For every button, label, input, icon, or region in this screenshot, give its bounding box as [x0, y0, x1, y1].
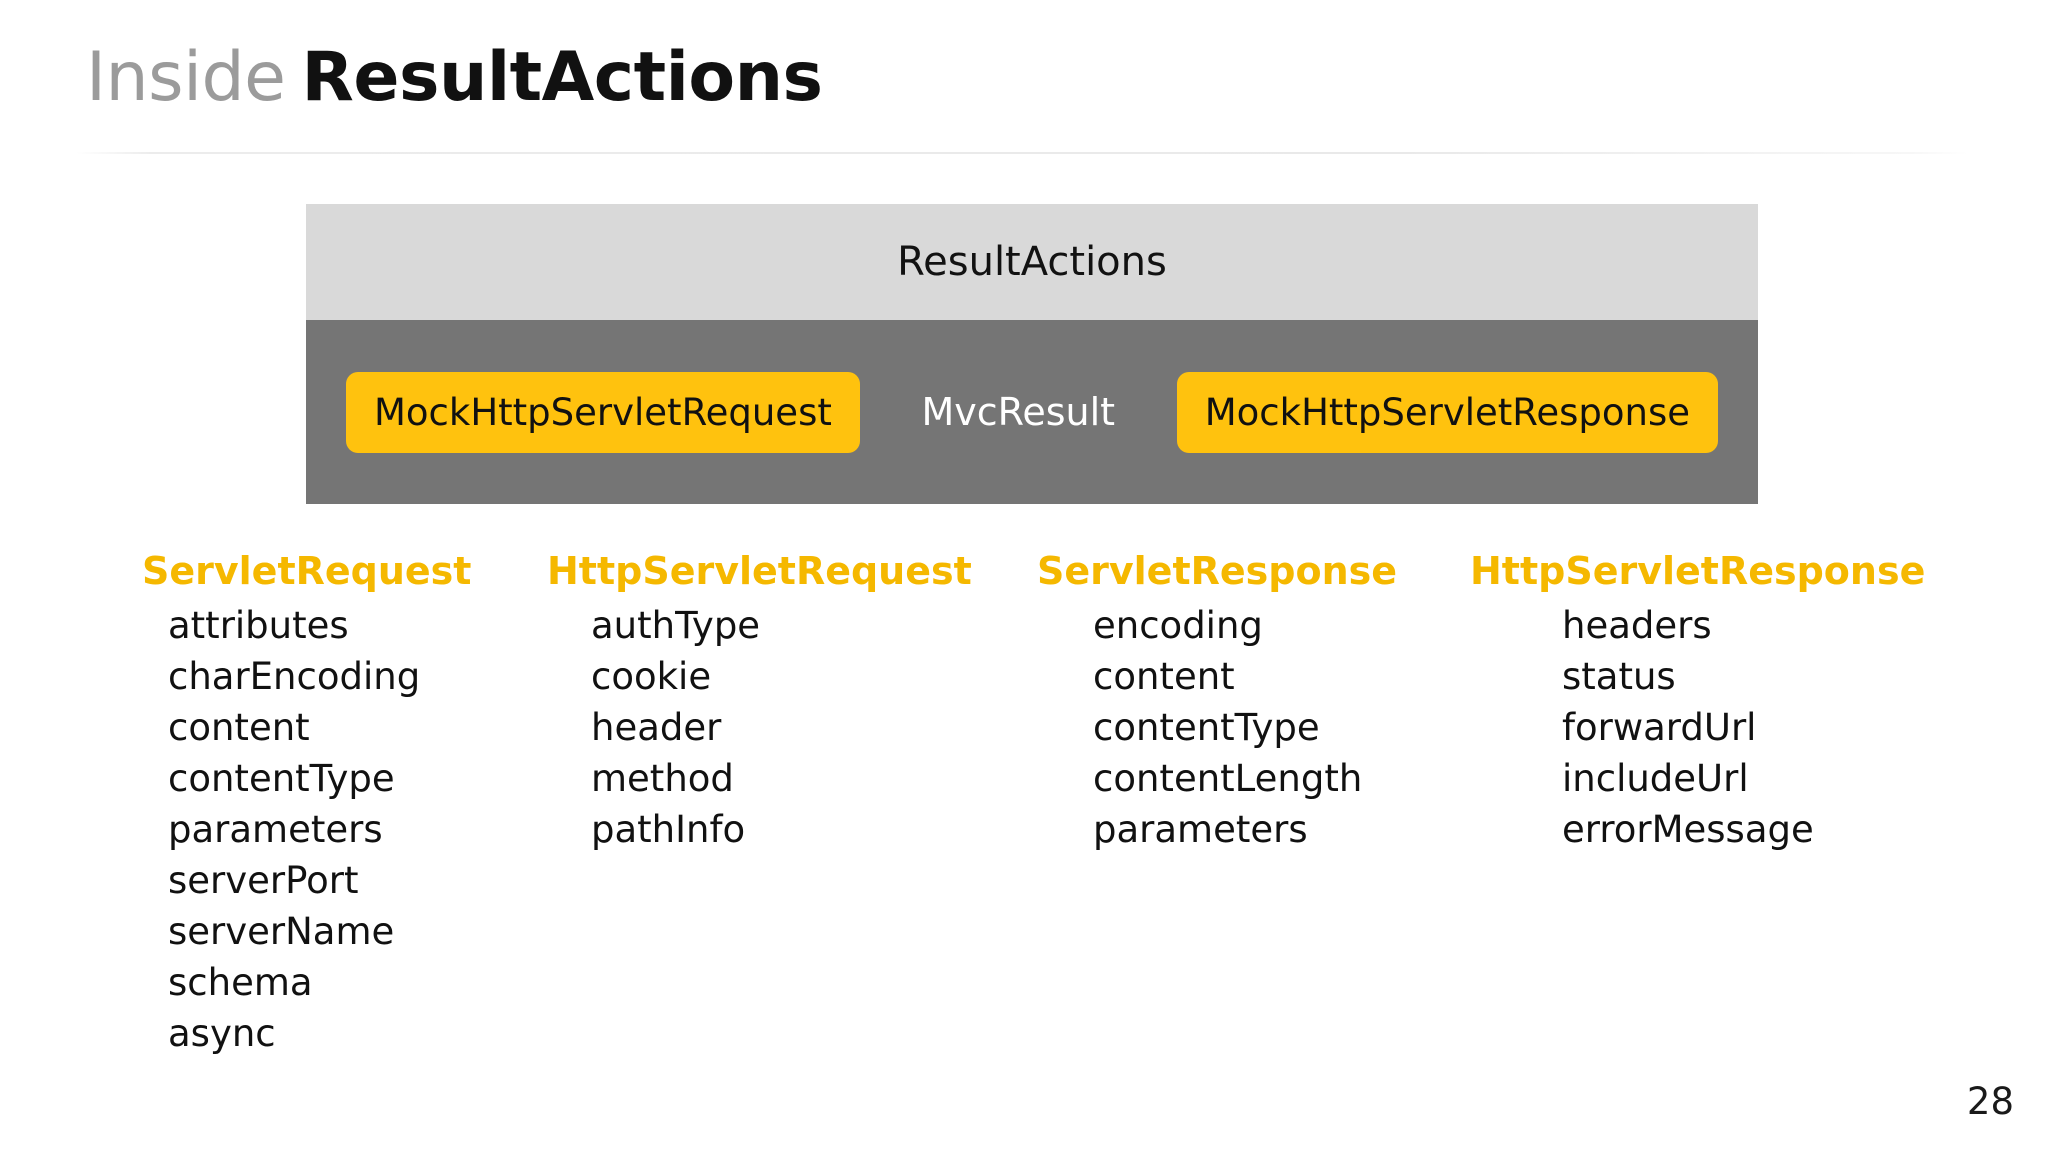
list-item: schema: [168, 961, 313, 1004]
api-columns: ServletRequest attributes charEncoding c…: [0, 552, 2048, 1112]
list-item: contentType: [168, 757, 395, 800]
list-item: headers: [1562, 604, 1712, 647]
chip-mock-http-servlet-request[interactable]: MockHttpServletRequest: [346, 371, 860, 453]
list-item: serverName: [168, 910, 395, 953]
column-list-http-servlet-response: headers status forwardUrl includeUrl err…: [1470, 600, 1925, 855]
column-header-http-servlet-response: HttpServletResponse: [1470, 549, 1926, 593]
column-servlet-request: ServletRequest attributes charEncoding c…: [142, 552, 471, 1059]
list-item: async: [168, 1012, 276, 1055]
list-item: forwardUrl: [1562, 706, 1757, 749]
list-item: status: [1562, 655, 1676, 698]
column-header-http-servlet-request: HttpServletRequest: [547, 549, 972, 593]
column-header-servlet-request: ServletRequest: [142, 549, 472, 593]
chip-mock-http-servlet-response[interactable]: MockHttpServletResponse: [1176, 371, 1718, 453]
column-servlet-response: ServletResponse encoding content content…: [1037, 552, 1397, 855]
list-item: errorMessage: [1562, 808, 1814, 851]
column-header-servlet-response: ServletResponse: [1037, 549, 1398, 593]
list-item: header: [591, 706, 722, 749]
column-list-http-servlet-request: authType cookie header method pathInfo: [547, 600, 972, 855]
list-item: content: [168, 706, 310, 749]
list-item: serverPort: [168, 859, 359, 902]
list-item: contentType: [1093, 706, 1320, 749]
list-item: charEncoding: [168, 655, 421, 698]
column-http-servlet-request: HttpServletRequest authType cookie heade…: [547, 552, 972, 855]
list-item: pathInfo: [591, 808, 746, 851]
list-item: includeUrl: [1562, 757, 1749, 800]
diagram-center-label-mvc-result: MvcResult: [921, 390, 1116, 434]
list-item: method: [591, 757, 734, 800]
list-item: cookie: [591, 655, 712, 698]
diagram-body-band: MockHttpServletRequest MvcResult MockHtt…: [306, 320, 1758, 504]
list-item: contentLength: [1093, 757, 1363, 800]
list-item: authType: [591, 604, 761, 647]
list-item: parameters: [1093, 808, 1308, 851]
diagram-header-band: ResultActions: [306, 204, 1758, 320]
list-item: parameters: [168, 808, 383, 851]
column-list-servlet-request: attributes charEncoding content contentT…: [142, 600, 471, 1059]
list-item: attributes: [168, 604, 349, 647]
page-title-prefix: Inside: [86, 38, 286, 117]
page-number: 28: [1966, 1080, 2014, 1123]
result-actions-diagram: ResultActions MockHttpServletRequest Mvc…: [306, 204, 1758, 504]
column-list-servlet-response: encoding content contentType contentLeng…: [1037, 600, 1397, 855]
title-divider: [76, 152, 1968, 154]
page-title-main: ResultActions: [301, 38, 823, 117]
column-http-servlet-response: HttpServletResponse headers status forwa…: [1470, 552, 1925, 855]
diagram-header-label: ResultActions: [897, 239, 1167, 285]
list-item: encoding: [1093, 604, 1263, 647]
list-item: content: [1093, 655, 1235, 698]
